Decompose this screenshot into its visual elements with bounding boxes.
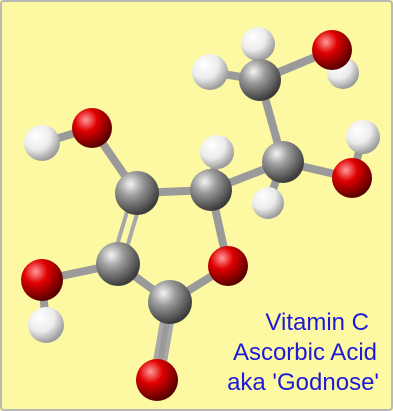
hydrogen-atoms xyxy=(24,27,380,343)
oxygen-atom xyxy=(208,246,248,286)
hydrogen-atom xyxy=(241,27,275,61)
carbon-atom xyxy=(262,141,304,183)
carbon-atom xyxy=(190,169,232,211)
carbon-atoms xyxy=(96,59,304,324)
caption-chemical-name: Ascorbic Acid xyxy=(232,339,377,366)
carbon-atom xyxy=(239,59,281,101)
oxygen-atom xyxy=(312,30,352,70)
oxygen-atom xyxy=(332,158,372,198)
carbon-atom xyxy=(148,280,192,324)
oxygen-atoms xyxy=(21,30,372,401)
oxygen-atom xyxy=(136,359,178,401)
oxygen-atom xyxy=(72,108,112,148)
carbon-atom xyxy=(96,242,140,286)
carbon-atom xyxy=(115,171,159,215)
oxygen-atom xyxy=(21,259,63,301)
hydrogen-atom xyxy=(252,187,284,219)
hydrogen-atom xyxy=(24,125,60,161)
caption-name: Vitamin C xyxy=(265,309,369,336)
hydrogen-atom xyxy=(346,120,380,154)
hydrogen-atom xyxy=(28,307,64,343)
hydrogen-atom xyxy=(200,135,234,169)
caption-nickname: aka 'Godnose' xyxy=(227,369,379,396)
hydrogen-atom xyxy=(192,54,228,90)
